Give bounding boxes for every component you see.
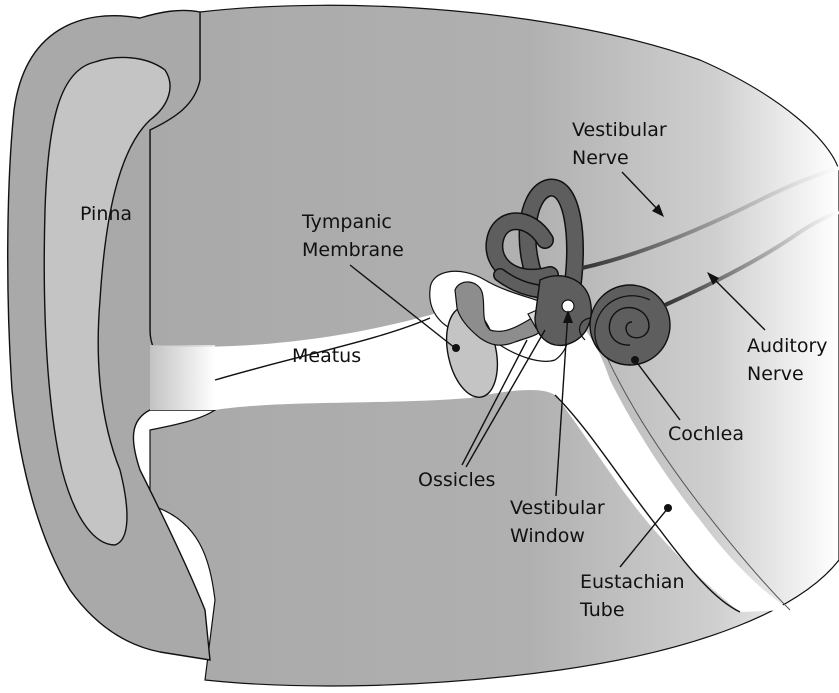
label-vestibular-nerve-line2: Nerve [572,147,629,169]
label-vestibular-window-line1: Vestibular [510,497,605,519]
label-tympanic-line2: Membrane [302,239,404,261]
label-ossicles: Ossicles [418,469,495,491]
label-auditory-nerve-line1: Auditory [747,335,828,357]
label-vestibular-window-line2: Window [510,525,585,547]
label-pinna: Pinna [80,203,132,225]
dot-tympanic [452,344,460,352]
label-vestibular-nerve-line1: Vestibular [572,119,667,141]
canal-fade [150,345,215,410]
label-cochlea: Cochlea [668,423,744,445]
dot-cochlea [631,356,639,364]
label-auditory-nerve-line2: Nerve [747,363,804,385]
label-meatus: Meatus [292,345,361,367]
vestibule [535,276,591,346]
label-tympanic-line1: Tympanic [301,211,392,233]
label-eustachian-line1: Eustachian [580,571,685,593]
dot-eustachian [664,504,672,512]
label-eustachian-line2: Tube [579,599,625,621]
